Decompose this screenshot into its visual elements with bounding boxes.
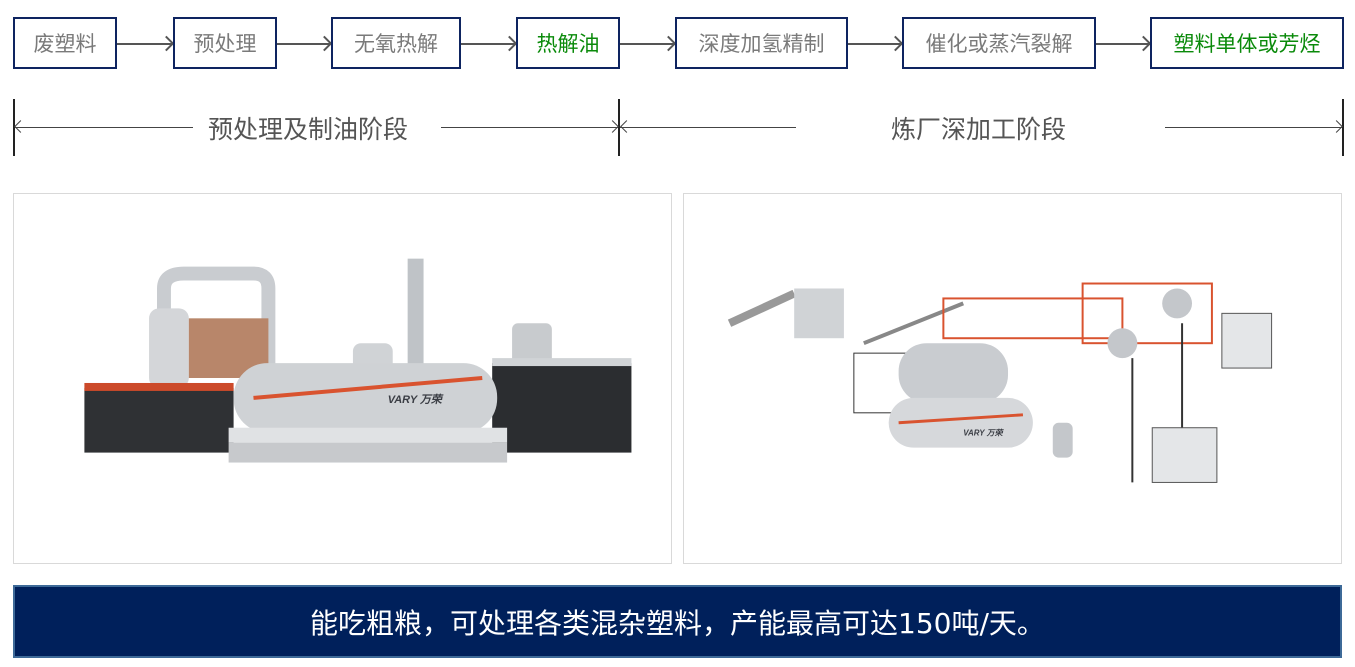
arrow-icon — [277, 43, 331, 45]
step-anaerobic-pyrolysis: 无氧热解 — [331, 17, 461, 69]
stage-divider — [618, 99, 620, 156]
step-label: 热解油 — [536, 32, 600, 56]
step-pretreatment: 预处理 — [173, 17, 277, 69]
stage-line — [441, 127, 618, 128]
step-label: 催化或蒸汽裂解 — [925, 32, 1073, 56]
step-waste-plastic: 废塑料 — [13, 17, 117, 69]
step-label: 废塑料 — [33, 32, 97, 56]
stage-line — [1165, 127, 1342, 128]
step-label: 预处理 — [193, 32, 257, 56]
arrow-left-icon — [14, 120, 27, 133]
step-label: 无氧热解 — [354, 32, 438, 56]
step-monomers: 塑料单体或芳烃 — [1150, 17, 1344, 69]
pyrolysis-machine-illustration: VARY 万荣 — [84, 258, 632, 463]
arrow-icon — [620, 43, 675, 45]
step-label: 塑料单体或芳烃 — [1173, 32, 1321, 56]
stage-divider — [13, 99, 15, 156]
stage-label-pretreatment: 预处理及制油阶段 — [208, 115, 409, 144]
arrow-right-icon — [1330, 120, 1343, 133]
stage-label-refinery: 炼厂深加工阶段 — [891, 115, 1067, 144]
arrow-left-icon — [620, 120, 633, 133]
arrow-right-icon — [606, 120, 619, 133]
arrow-icon — [117, 43, 173, 45]
pyrolysis-plant-image: VARY 万荣 — [13, 193, 672, 564]
capacity-banner: 能吃粗粮，可处理各类混杂塑料，产能最高可达150吨/天。 — [13, 585, 1342, 658]
refinery-plant-image: VARY 万荣 — [683, 193, 1342, 564]
stage-divider — [1342, 99, 1344, 156]
arrow-icon — [1096, 43, 1150, 45]
brand-logo: VARY 万荣 — [388, 393, 444, 406]
step-pyrolysis-oil: 热解油 — [516, 17, 620, 69]
arrow-icon — [848, 43, 902, 45]
arrow-icon — [461, 43, 516, 45]
stage-line — [620, 127, 796, 128]
step-label: 深度加氢精制 — [698, 32, 825, 56]
banner-text: 能吃粗粮，可处理各类混杂塑料，产能最高可达150吨/天。 — [310, 606, 1045, 640]
stage-line — [15, 127, 193, 128]
refinery-layout-illustration: VARY 万荣 — [727, 282, 1273, 483]
step-cracking: 催化或蒸汽裂解 — [902, 17, 1096, 69]
step-hydrorefining: 深度加氢精制 — [675, 17, 848, 69]
brand-logo: VARY 万荣 — [963, 429, 1004, 438]
